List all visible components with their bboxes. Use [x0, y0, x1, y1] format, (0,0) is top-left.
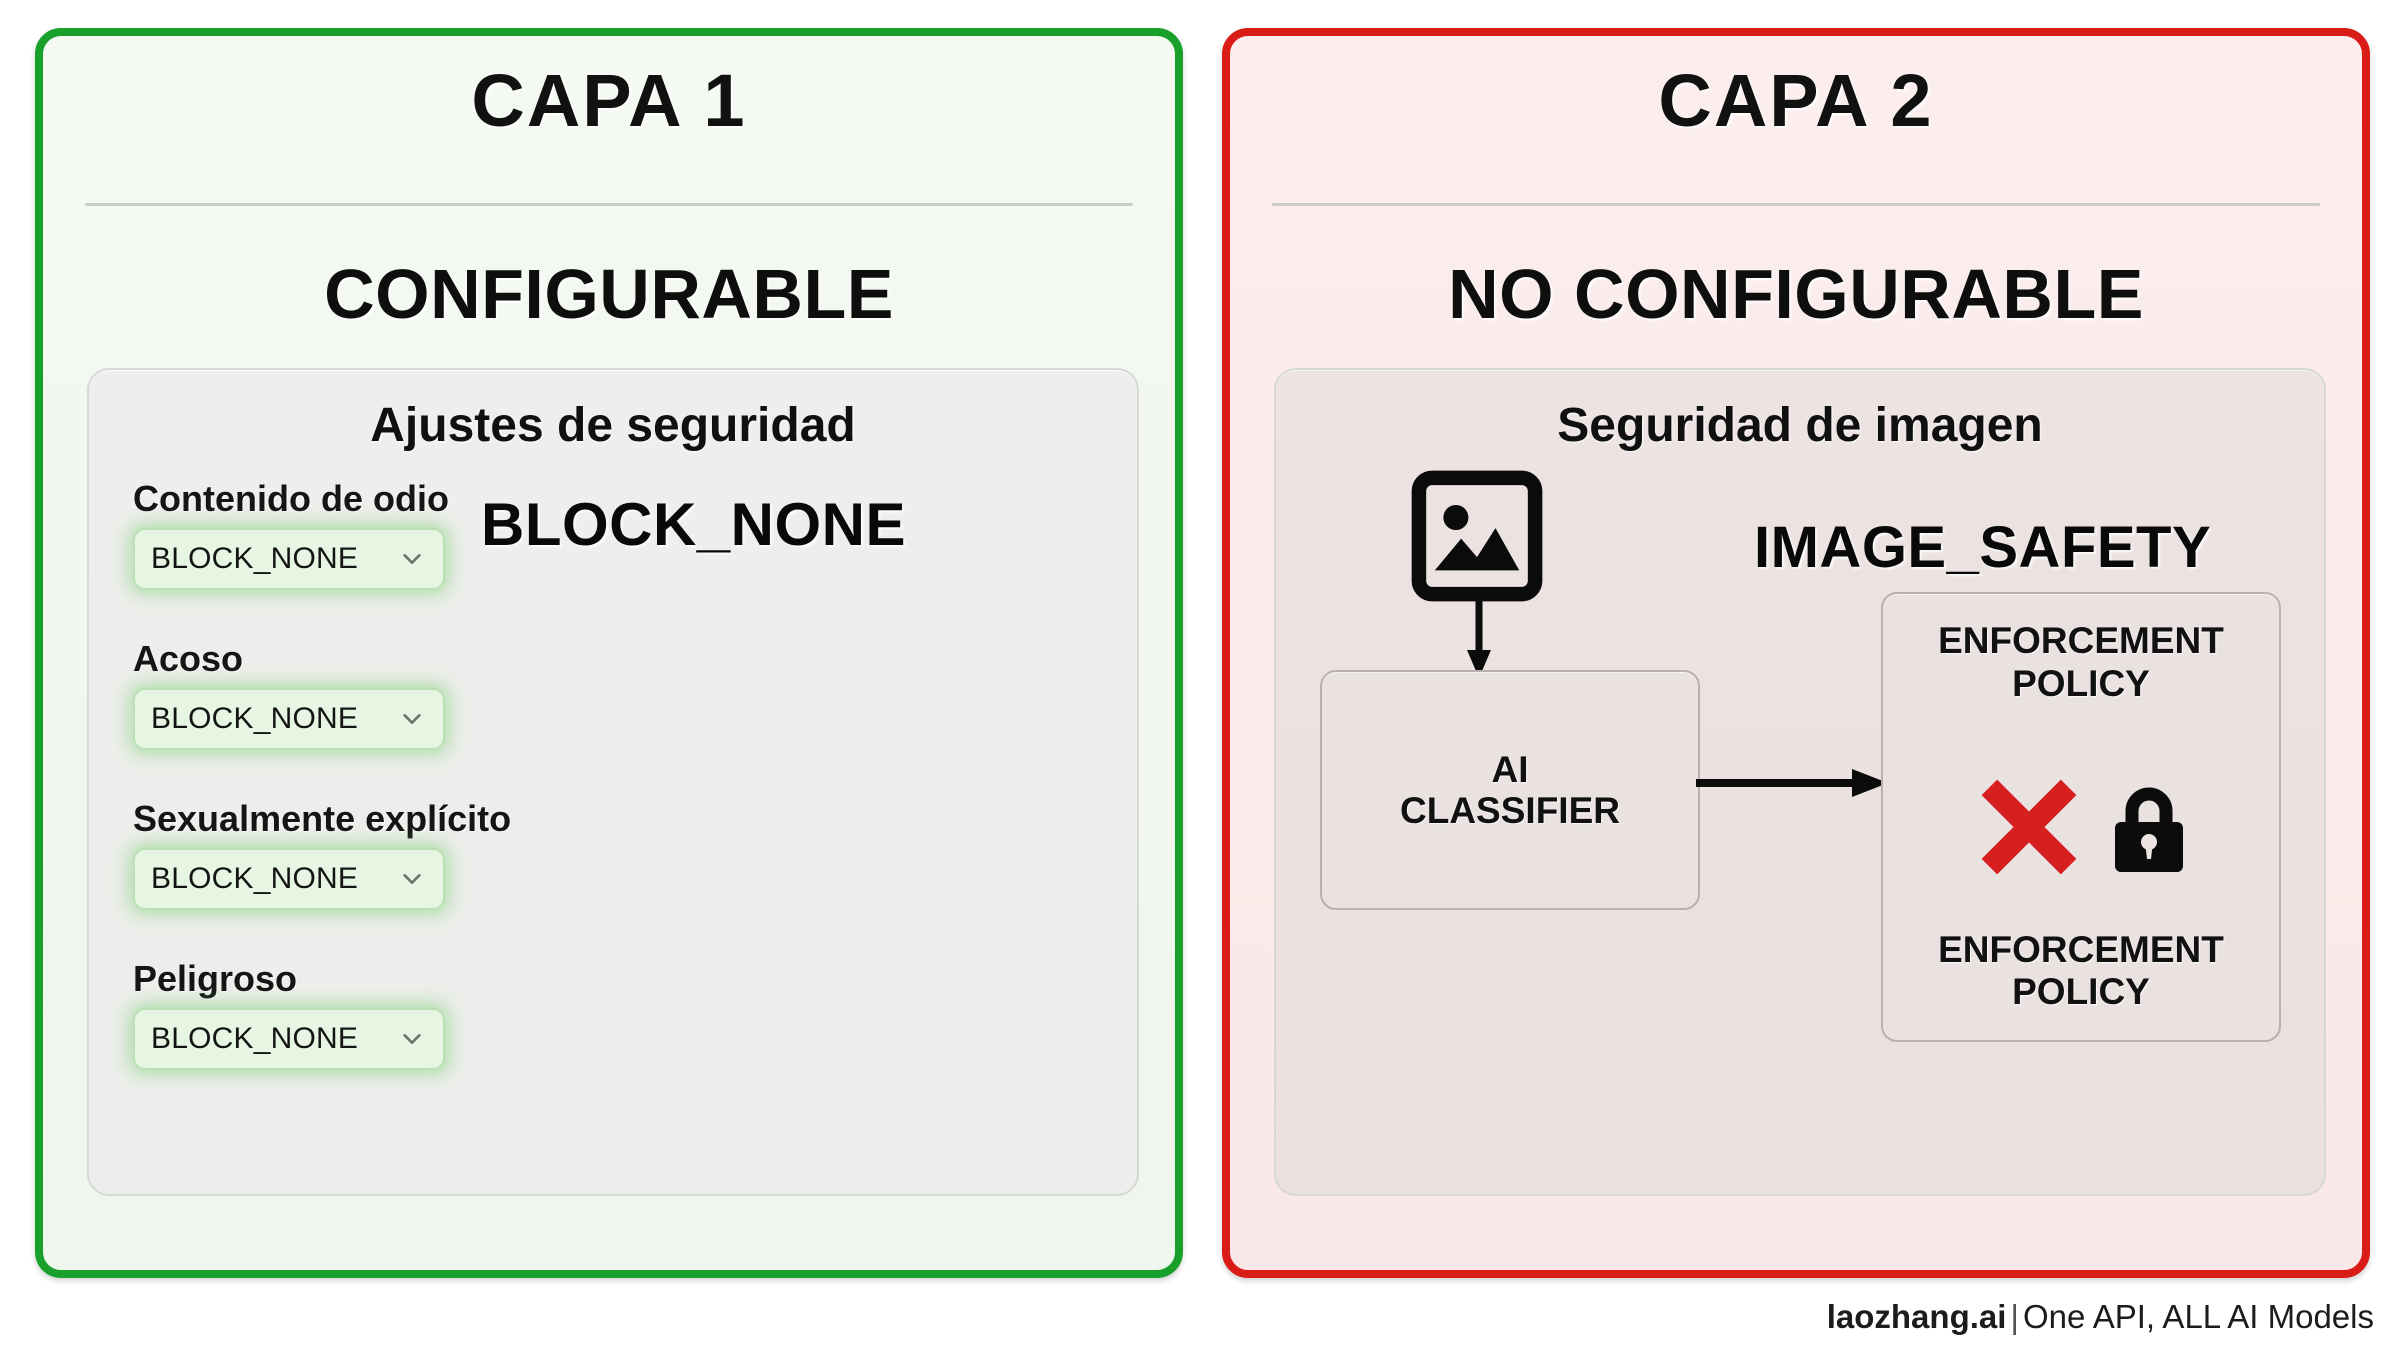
select-sexually-explicit-value: BLOCK_NONE	[151, 862, 359, 895]
select-sexually-explicit[interactable]: BLOCK_NONE	[133, 848, 445, 910]
select-hate[interactable]: BLOCK_NONE	[133, 528, 445, 590]
lock-icon	[2110, 781, 2188, 873]
panel-capa-2: CAPA 2 NO CONFIGURABLE Seguridad de imag…	[1222, 28, 2370, 1278]
safety-settings-heading: Ajustes de seguridad	[370, 399, 856, 452]
select-dangerous-value: BLOCK_NONE	[151, 1022, 359, 1055]
right-highlight-value: IMAGE_SAFETY	[1754, 515, 2212, 580]
chevron-down-icon	[401, 708, 423, 730]
watermark: laozhang.ai|One API, ALL AI Models	[1827, 1298, 2374, 1336]
ai-classifier-label: AI CLASSIFIER	[1400, 748, 1620, 831]
right-divider	[1272, 203, 2320, 206]
chevron-down-icon	[401, 1028, 423, 1050]
setting-label-hate: Contenido de odio	[133, 478, 449, 519]
arrow-right-icon	[1696, 768, 1888, 798]
left-divider	[85, 203, 1133, 206]
chevron-down-icon	[401, 548, 423, 570]
layer-2-config-status: NO CONFIGURABLE	[1448, 255, 2144, 333]
policy-icon-group	[1883, 772, 2279, 882]
layer-2-title: CAPA 2	[1658, 59, 1934, 142]
red-x-icon	[1974, 772, 2084, 882]
panel-capa-1: CAPA 1 CONFIGURABLE Ajustes de seguridad…	[35, 28, 1183, 1278]
watermark-separator: |	[2010, 1298, 2019, 1335]
setting-row-sexually-explicit: Sexualmente explícito BLOCK_NONE	[133, 798, 753, 910]
chevron-down-icon	[401, 868, 423, 890]
enforcement-policy-box: ENFORCEMENT POLICY	[1881, 592, 2281, 1042]
arrow-down-icon	[1466, 598, 1492, 678]
safety-settings-card: Ajustes de seguridad Contenido de odio B…	[87, 368, 1139, 1196]
setting-label-harassment: Acoso	[133, 638, 244, 679]
setting-label-sexually-explicit: Sexualmente explícito	[133, 798, 512, 839]
setting-row-hate: Contenido de odio BLOCK_NONE	[133, 478, 753, 590]
layer-1-title: CAPA 1	[471, 59, 747, 142]
select-harassment[interactable]: BLOCK_NONE	[133, 688, 445, 750]
left-highlight-value: BLOCK_NONE	[481, 491, 907, 558]
image-placeholder-icon	[1411, 470, 1543, 602]
enforcement-policy-footer: ENFORCEMENT POLICY	[1938, 928, 2224, 1013]
layer-1-config-status: CONFIGURABLE	[324, 255, 894, 333]
image-safety-heading: Seguridad de imagen	[1557, 399, 2043, 452]
enforcement-policy-title: ENFORCEMENT POLICY	[1938, 620, 2224, 704]
setting-row-dangerous: Peligroso BLOCK_NONE	[133, 958, 753, 1070]
select-harassment-value: BLOCK_NONE	[151, 702, 359, 735]
ai-classifier-box: AI CLASSIFIER	[1320, 670, 1700, 910]
watermark-tagline: One API, ALL AI Models	[2023, 1298, 2374, 1335]
select-dangerous[interactable]: BLOCK_NONE	[133, 1008, 445, 1070]
select-hate-value: BLOCK_NONE	[151, 542, 359, 575]
watermark-brand: laozhang.ai	[1826, 1298, 2007, 1335]
setting-label-dangerous: Peligroso	[133, 958, 298, 999]
setting-row-harassment: Acoso BLOCK_NONE	[133, 638, 753, 750]
image-safety-card: Seguridad de imagen IMAGE_SAFETY	[1274, 368, 2326, 1196]
